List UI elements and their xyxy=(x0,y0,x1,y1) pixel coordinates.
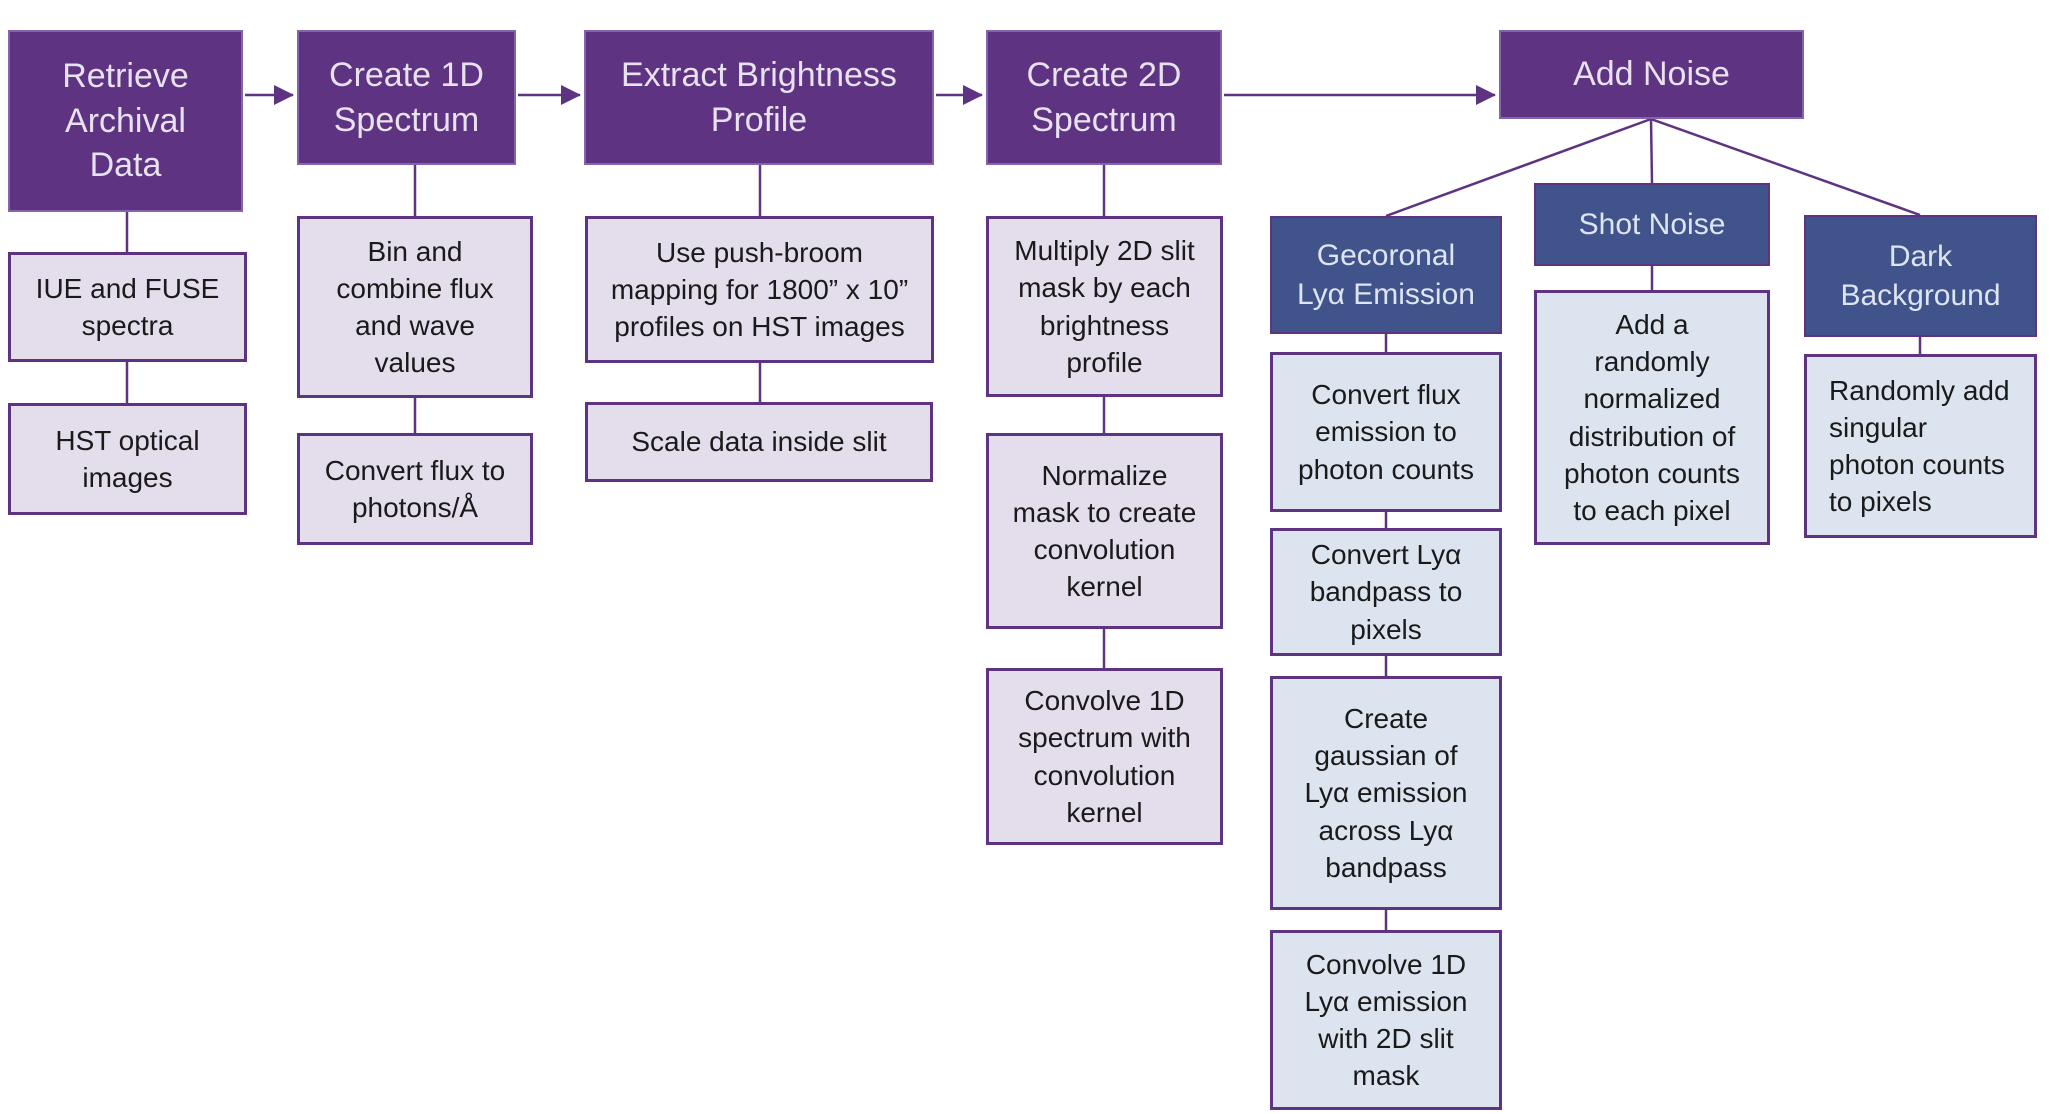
node-push-broom-mapping: Use push-broom mapping for 1800” x 10” p… xyxy=(585,216,934,363)
node-dark-background-detail: Randomly add singular photon counts to p… xyxy=(1804,354,2037,538)
edge-addnoise-shot xyxy=(1649,118,1654,184)
node-dark-background: Dark Background xyxy=(1804,215,2037,337)
node-shot-noise-detail: Add a randomly normalized distribution o… xyxy=(1534,290,1770,545)
node-create-gaussian-lya: Create gaussian of Lyα emission across L… xyxy=(1270,676,1502,910)
node-scale-data-inside-slit: Scale data inside slit xyxy=(585,402,933,482)
node-hst-optical-images: HST optical images xyxy=(8,403,247,515)
node-add-noise: Add Noise xyxy=(1499,30,1804,119)
node-shot-noise: Shot Noise xyxy=(1534,183,1770,266)
node-create-2d-spectrum: Create 2D Spectrum xyxy=(986,30,1222,165)
node-retrieve-archival-data: Retrieve Archival Data xyxy=(8,30,243,212)
node-normalize-mask: Normalize mask to create convolution ker… xyxy=(986,433,1223,629)
node-iue-fuse-spectra: IUE and FUSE spectra xyxy=(8,252,247,362)
node-convolve-1d-spectrum: Convolve 1D spectrum with convolution ke… xyxy=(986,668,1223,845)
node-geocoronal-lya-emission: Gecoronal Lyα Emission xyxy=(1270,216,1502,334)
node-multiply-2d-slit-mask: Multiply 2D slit mask by each brightness… xyxy=(986,216,1223,397)
node-convert-flux-emission: Convert flux emission to photon counts xyxy=(1270,352,1502,512)
node-convert-flux-photons: Convert flux to photons/Å xyxy=(297,433,533,545)
node-convolve-lya-slit-mask: Convolve 1D Lyα emission with 2D slit ma… xyxy=(1270,930,1502,1110)
node-create-1d-spectrum: Create 1D Spectrum xyxy=(297,30,516,165)
node-extract-brightness-profile: Extract Brightness Profile xyxy=(584,30,934,165)
node-bin-combine-flux: Bin and combine flux and wave values xyxy=(297,216,533,398)
node-convert-lya-bandpass: Convert Lyα bandpass to pixels xyxy=(1270,528,1502,656)
